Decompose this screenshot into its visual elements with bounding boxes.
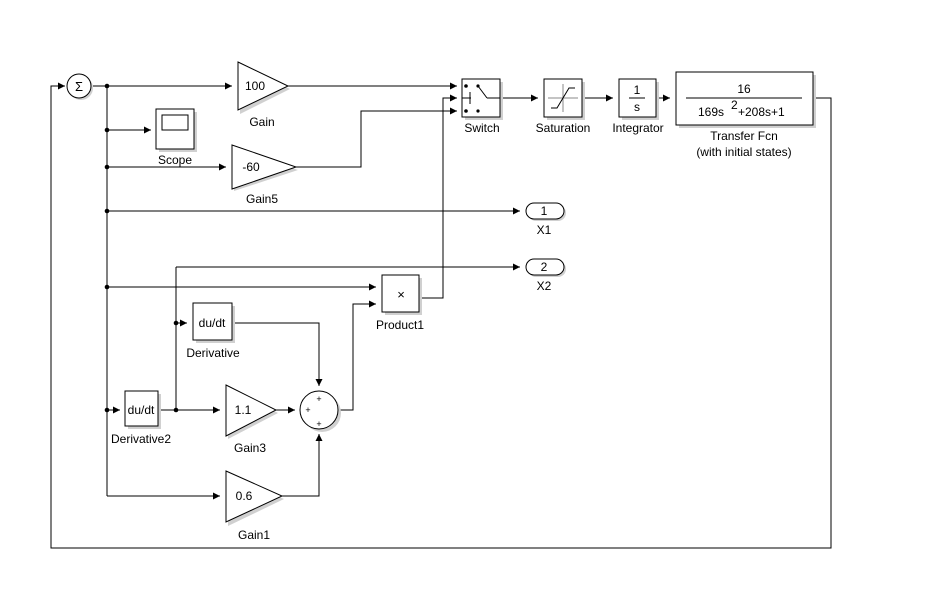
sum-bottom-block[interactable]: + + +: [299, 390, 341, 432]
integrator-block[interactable]: 1 s: [618, 78, 659, 120]
branch-dot: [104, 164, 110, 170]
outport-x1-label: X1: [537, 223, 552, 237]
product1-label: Product1: [376, 318, 424, 332]
branch-dot: [104, 208, 110, 214]
arrow-icon: [213, 406, 220, 414]
derivative-label: Derivative: [186, 346, 240, 360]
derivative-block[interactable]: du/dt: [192, 302, 235, 343]
arrow-icon: [144, 126, 151, 134]
gain-label: Gain: [249, 115, 274, 129]
wire-feedback[interactable]: [50, 85, 832, 549]
arrow-icon: [213, 492, 220, 500]
outport-x1-number: 1: [541, 204, 548, 218]
gain-block[interactable]: 100: [237, 61, 290, 114]
integrator-denominator: s: [634, 100, 640, 114]
tf-denominator-post: +208s+1: [738, 105, 785, 119]
branch-dot: [173, 407, 179, 413]
arrow-icon: [513, 207, 520, 215]
sum-symbol: Σ: [75, 79, 83, 94]
saturation-label: Saturation: [536, 121, 591, 135]
arrow-icon: [513, 263, 520, 271]
switch-label: Switch: [464, 121, 499, 135]
switch-icon: [462, 84, 500, 113]
saturation-icon: [548, 84, 578, 112]
gain1-value: 0.6: [236, 489, 253, 503]
arrow-icon: [369, 300, 376, 308]
product-symbol: ×: [397, 287, 405, 302]
switch-block[interactable]: [461, 78, 503, 120]
sum-sign-top: +: [316, 394, 321, 404]
arrow-icon: [58, 82, 65, 90]
sum-sign-bottom: +: [316, 419, 321, 429]
wire-product1-to-switch[interactable]: [418, 97, 457, 299]
product1-block[interactable]: ×: [381, 274, 422, 315]
derivative2-text: du/dt: [128, 403, 155, 417]
gain5-block[interactable]: -60: [231, 144, 298, 191]
derivative2-block[interactable]: du/dt: [124, 390, 161, 429]
wire-gain1-to-sum[interactable]: [282, 434, 320, 497]
gain-value: 100: [245, 79, 265, 93]
tf-denominator-pre: 169s: [698, 105, 724, 119]
arrow-icon: [180, 319, 187, 327]
branch-dot: [104, 407, 110, 413]
arrow-icon: [606, 94, 613, 102]
arrow-icon: [113, 406, 120, 414]
transfer-fcn-block[interactable]: 16 169s 2 +208s+1: [675, 71, 816, 128]
arrow-icon: [315, 379, 323, 386]
arrow-icon: [225, 82, 232, 90]
gain5-value: -60: [242, 160, 260, 174]
wire-gain5-to-switch[interactable]: [296, 110, 457, 168]
arrowheads: [58, 82, 670, 500]
arrow-icon: [663, 94, 670, 102]
outport-x2-label: X2: [537, 279, 552, 293]
arrow-icon: [315, 434, 323, 441]
gain1-label: Gain1: [238, 528, 270, 542]
derivative-text: du/dt: [199, 316, 226, 330]
integrator-label: Integrator: [612, 121, 663, 135]
gain3-label: Gain3: [234, 441, 266, 455]
arrow-icon: [450, 82, 457, 90]
scope-screen-icon: [161, 114, 189, 131]
gain3-block[interactable]: 1.1: [225, 384, 278, 439]
arrow-icon: [219, 163, 226, 171]
scope-block[interactable]: [155, 108, 197, 152]
arrow-icon: [369, 283, 376, 291]
branch-dot: [104, 127, 110, 133]
outport-x2[interactable]: 2: [525, 258, 566, 277]
tf-numerator: 16: [737, 82, 751, 96]
branch-dot: [104, 284, 110, 290]
sum-top-block[interactable]: Σ: [66, 73, 93, 100]
gain5-label: Gain5: [246, 192, 278, 206]
sum-sign-left: +: [305, 405, 310, 415]
branch-points: [104, 83, 179, 413]
wire-sum-to-product1[interactable]: [339, 303, 376, 411]
scope-label: Scope: [158, 153, 192, 167]
arrow-icon: [531, 94, 538, 102]
arrow-icon: [450, 94, 457, 102]
branch-dot: [173, 320, 179, 326]
saturation-block[interactable]: [543, 78, 585, 120]
gain3-value: 1.1: [235, 403, 252, 417]
outport-x1[interactable]: 1: [525, 202, 566, 221]
transfer-fcn-sublabel: (with initial states): [696, 145, 791, 159]
arrow-icon: [288, 406, 295, 414]
integrator-numerator: 1: [634, 83, 641, 97]
gain1-block[interactable]: 0.6: [225, 470, 284, 526]
tf-denominator-exponent: 2: [731, 98, 738, 112]
transfer-fcn-label: Transfer Fcn: [710, 129, 778, 143]
wire-derivative-to-sum[interactable]: [234, 322, 320, 386]
derivative2-label: Derivative2: [111, 432, 171, 446]
arrow-icon: [450, 107, 457, 115]
outport-x2-number: 2: [541, 260, 548, 274]
branch-dot: [104, 83, 110, 89]
